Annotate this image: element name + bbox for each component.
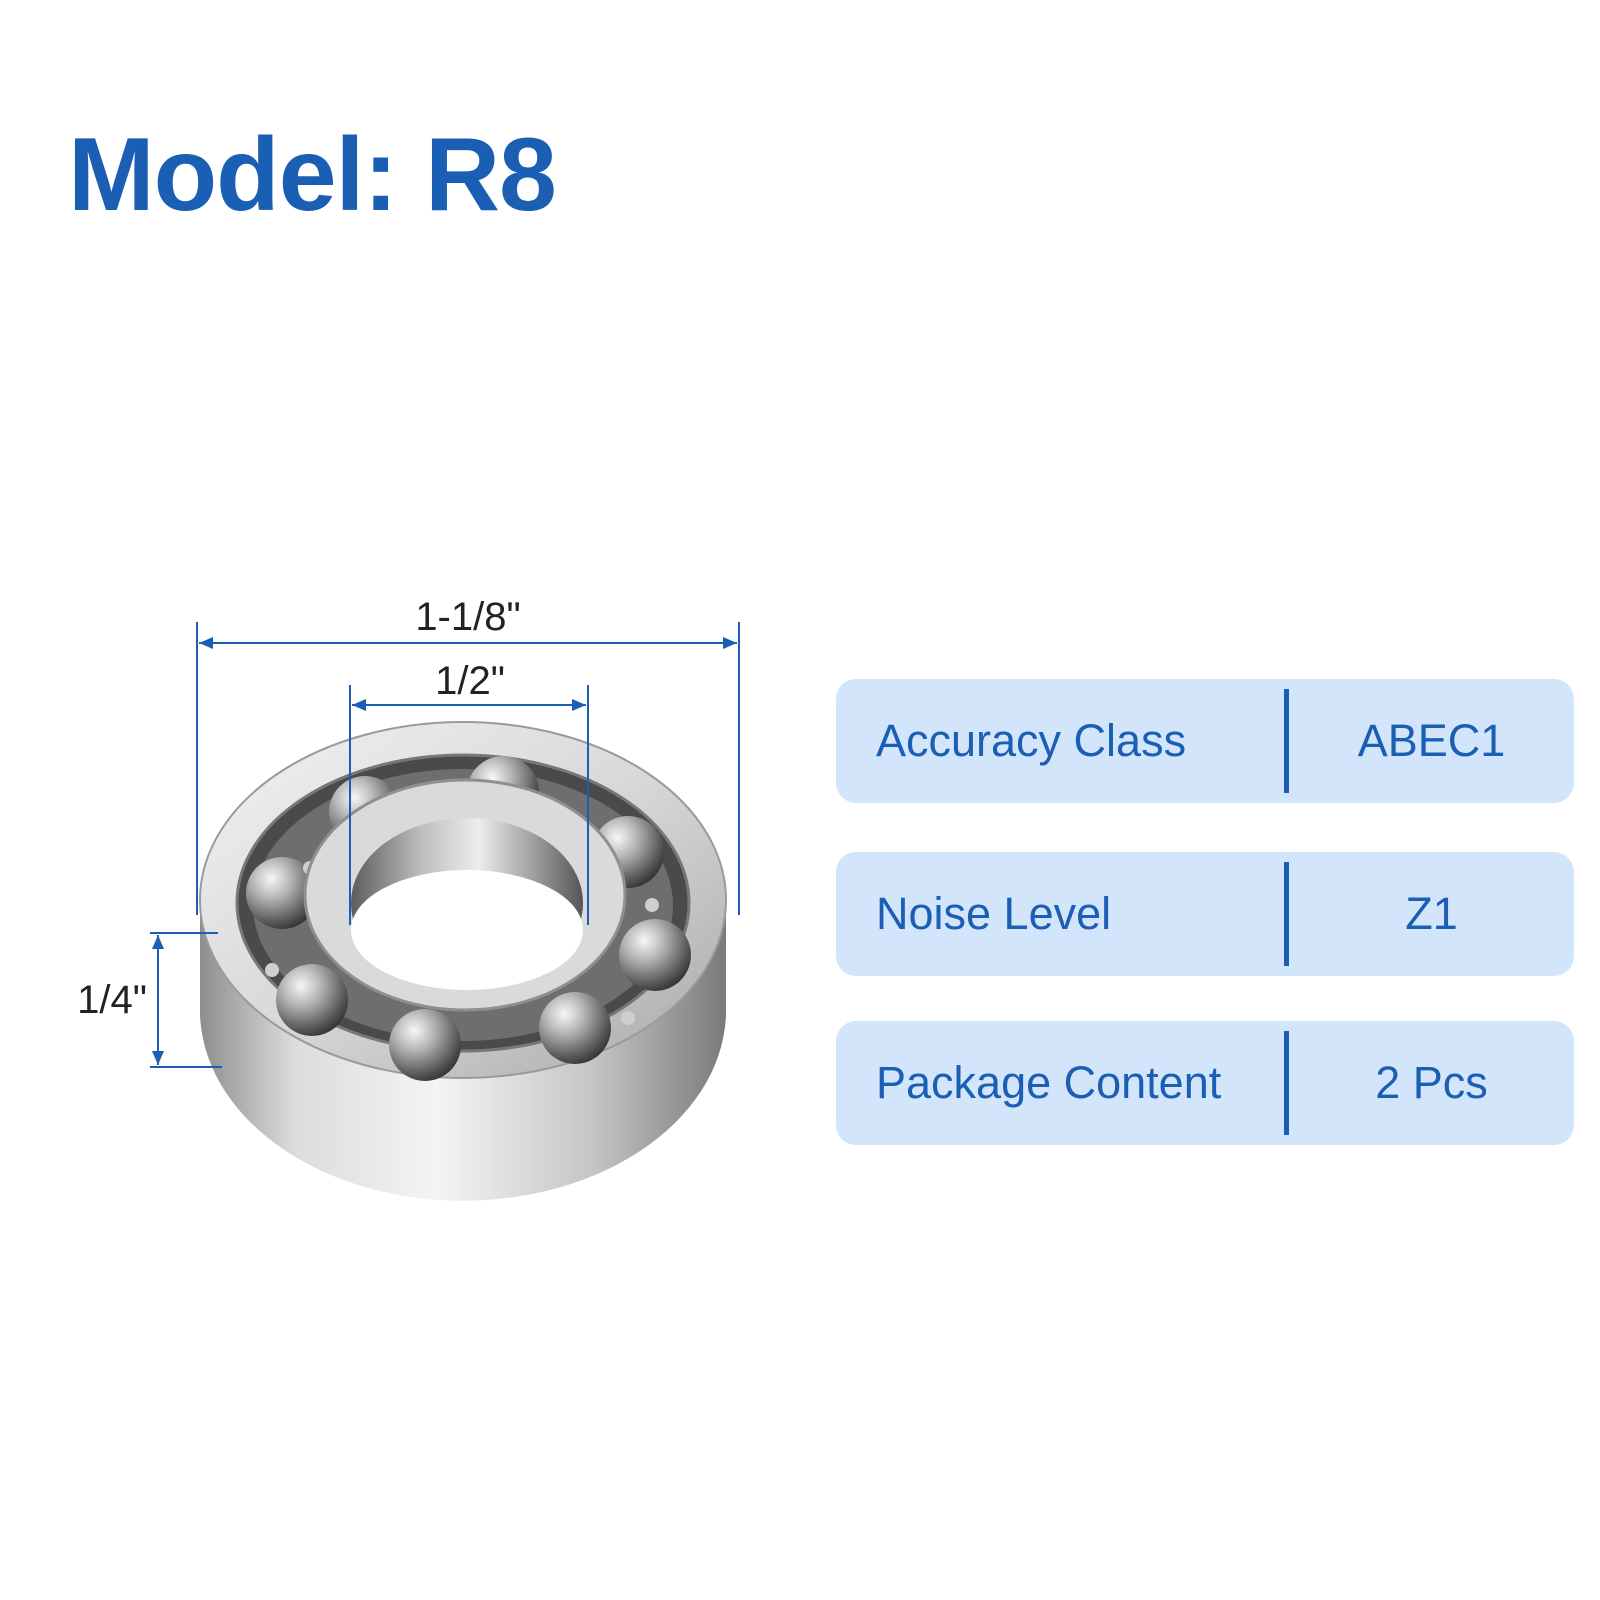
outer-diameter-label: 1-1/8" bbox=[415, 595, 520, 639]
spec-value: Z1 bbox=[1405, 888, 1458, 939]
spec-divider bbox=[1284, 1031, 1289, 1135]
spec-divider bbox=[1284, 862, 1289, 966]
spec-divider bbox=[1284, 689, 1289, 793]
bearing-image bbox=[199, 721, 727, 1201]
width-label: 1/4" bbox=[77, 978, 147, 1022]
page-title: Model: R8 bbox=[68, 117, 557, 233]
bearing-balls bbox=[246, 756, 691, 1081]
dimension-arrows bbox=[152, 637, 737, 1065]
spec-row-package-content: Package Content 2 Pcs bbox=[836, 1021, 1574, 1145]
bore-through bbox=[351, 870, 583, 990]
spec-row-accuracy-class: Accuracy Class ABEC1 bbox=[836, 679, 1574, 803]
dimension-lines bbox=[150, 622, 740, 1068]
inner-diameter-label: 1/2" bbox=[435, 659, 505, 703]
spec-value: 2 Pcs bbox=[1375, 1057, 1488, 1108]
spec-row-noise-level: Noise Level Z1 bbox=[836, 852, 1574, 976]
spec-value: ABEC1 bbox=[1357, 715, 1506, 766]
spec-label: Accuracy Class bbox=[876, 715, 1187, 766]
spec-label: Package Content bbox=[876, 1057, 1222, 1108]
spec-label: Noise Level bbox=[876, 888, 1112, 939]
